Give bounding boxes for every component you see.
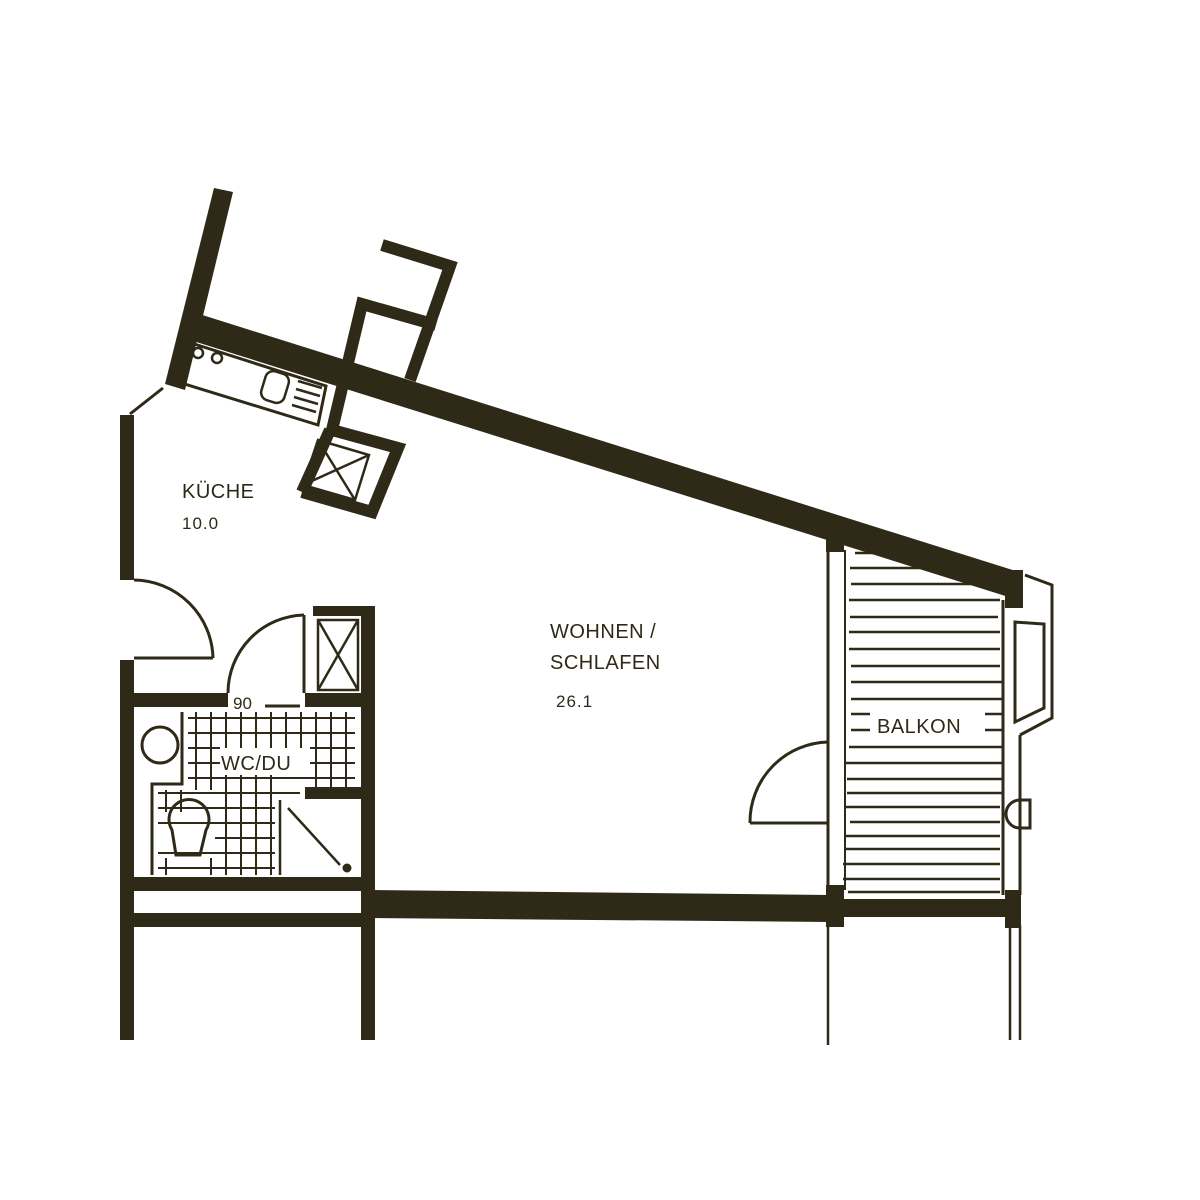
kitchen-shaft-cross-icon [301,438,371,502]
living-label-line2: SCHLAFEN [550,652,661,674]
top-diagonal-wall [190,313,1022,600]
shower-diagonal [287,807,341,866]
balcony-planter-inner [1013,620,1046,725]
kitchen-shaft [296,239,458,520]
bath-label: WC/DU [221,753,291,775]
bath-shaft-wall-top [313,606,375,616]
thin-lines [129,239,1054,1045]
balcony-label: BALKON [877,716,961,738]
balcony-right-column [1005,890,1021,928]
balcony-planter-outer [1019,573,1054,737]
washbasin-icon [140,725,180,765]
balcony-hatching [843,551,1003,894]
shower-partition [305,787,365,799]
balcony-corner-pier [1005,570,1023,608]
kitchen-door [133,578,215,660]
bath-shaft-cross-icon [316,618,360,692]
walls [120,188,1023,1040]
kitchen-counter [176,340,328,427]
living-bottom-wall [370,890,830,922]
drainboard [291,379,323,414]
bath-top-wall-left [120,693,228,707]
bath-top-wall-right [305,693,375,707]
bath-bottom-wall [120,877,370,891]
bath-shaft-wall-right [361,606,375,706]
living-label-line1: WOHNEN / [550,621,656,643]
kitchen-upper-wall [165,188,233,390]
balcony-bottom-wall [840,899,1020,917]
kitchen-area: 10.0 [182,514,219,533]
hotplate-1 [191,346,205,360]
balcony-drain-icon [1004,798,1032,830]
kitchen-sink [259,369,291,405]
kitchen-window [129,386,164,416]
hotplate-2 [210,351,224,365]
bath-tile-grid [158,712,355,875]
toilet-icon [167,798,211,857]
kitchen-left-wall [120,415,134,580]
bath-door [226,613,306,708]
bath-right-wall [361,700,375,1040]
balcony-column-top [826,532,844,552]
living-area: 26.1 [556,692,593,711]
bath-door-dimension: 90 [233,694,252,713]
kitchen-label: KÜCHE [182,481,255,503]
balcony-door [748,740,829,825]
balcony-column-bottom [826,885,844,927]
shower-drain-icon [342,863,352,873]
left-lower-wall [120,660,134,1040]
corridor-wall [120,913,370,927]
bath-tile-area-edge [150,712,184,875]
